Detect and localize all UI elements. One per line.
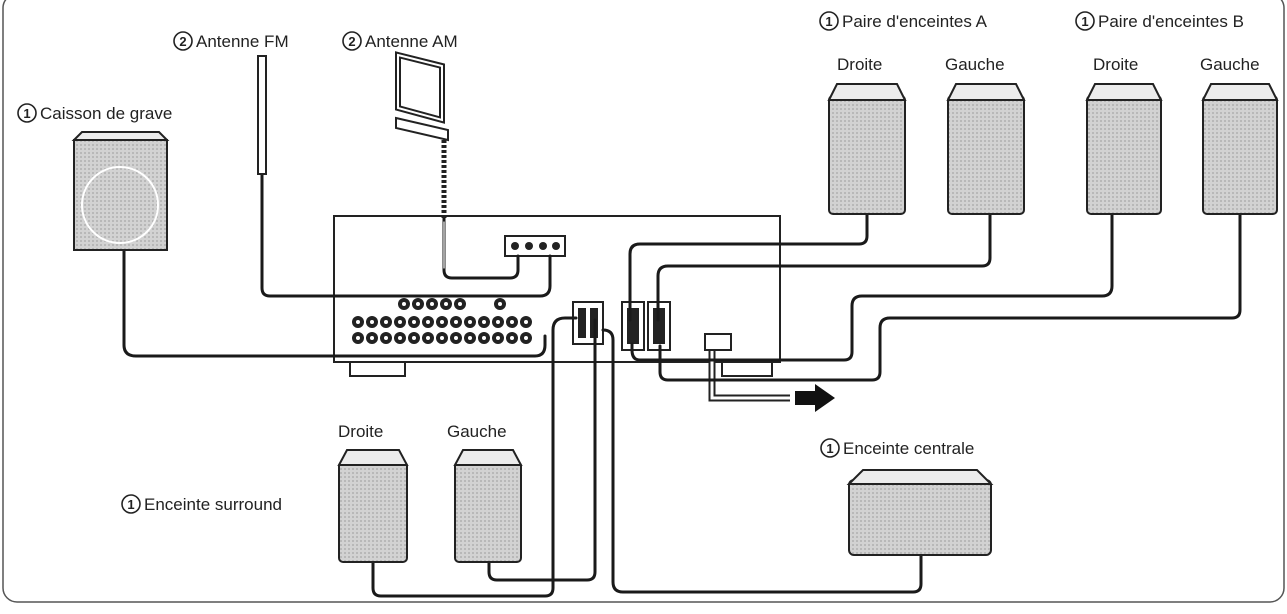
receiver-foot-right (721, 361, 773, 377)
rca-jack-center (454, 320, 458, 324)
rca-jack-center (384, 336, 388, 340)
svg-text:Gauche: Gauche (945, 55, 1005, 74)
rca-jack-center (398, 336, 402, 340)
svg-text:Gauche: Gauche (447, 422, 507, 441)
label-pair-b: 1 Paire d'enceintes B Droite Gauche (1075, 11, 1260, 74)
svg-text:2: 2 (348, 34, 355, 49)
subwoofer (71, 131, 170, 251)
rca-jack-center (370, 336, 374, 340)
rca-jack-center (510, 320, 514, 324)
rca-jack-center (384, 320, 388, 324)
label-subwoofer: 1 Caisson de grave (17, 103, 172, 123)
speaker-pair-b-left (1201, 83, 1279, 215)
speaker-pair-a-left (946, 83, 1026, 215)
rca-jack-center (398, 320, 402, 324)
power-cord (704, 333, 835, 412)
am-loop-antenna (395, 51, 449, 218)
label-fm-antenna: 2 Antenne FM (173, 31, 289, 51)
rca-jack-center (426, 320, 430, 324)
rca-jack-center (468, 336, 472, 340)
label-surround: Droite Gauche 1 Enceinte surround (121, 422, 507, 514)
arrow-icon (795, 384, 835, 412)
svg-text:Droite: Droite (1093, 55, 1138, 74)
rca-jack-center (468, 320, 472, 324)
front-speaker-terminals (621, 301, 671, 351)
rca-jack-center (440, 336, 444, 340)
rca-jack-center (440, 320, 444, 324)
svg-text:1: 1 (825, 14, 832, 29)
rca-jack-center (402, 302, 406, 306)
svg-text:1: 1 (826, 441, 833, 456)
svg-text:Antenne FM: Antenne FM (196, 32, 289, 51)
rca-jack-center (524, 320, 528, 324)
rca-jack-grid (352, 298, 532, 344)
rca-jack-center (426, 336, 430, 340)
receiver-foot-left (349, 361, 406, 377)
rca-jack-center (444, 302, 448, 306)
rca-jack-center (370, 320, 374, 324)
svg-text:Paire d'enceintes B: Paire d'enceintes B (1098, 12, 1244, 31)
rca-jack-center (454, 336, 458, 340)
rca-jack-center (458, 302, 462, 306)
rca-jack-center (416, 302, 420, 306)
fm-antenna (257, 55, 267, 175)
center-speaker (846, 469, 994, 556)
rca-jack-center (356, 320, 360, 324)
label-am-antenna: 2 Antenne AM (342, 31, 458, 51)
svg-text:Paire d'enceintes A: Paire d'enceintes A (842, 12, 988, 31)
label-pair-a: 1 Paire d'enceintes A Droite Gauche (819, 11, 1005, 74)
cables (122, 168, 1242, 598)
rca-jack-center (496, 320, 500, 324)
rca-jack-center (524, 336, 528, 340)
surround-speaker-left (453, 449, 523, 563)
rca-jack-center (412, 320, 416, 324)
surround-speaker-right (337, 449, 409, 563)
svg-text:Caisson de grave: Caisson de grave (40, 104, 172, 123)
antenna-terminal (504, 235, 566, 257)
rca-jack-center (482, 336, 486, 340)
svg-text:Enceinte centrale: Enceinte centrale (843, 439, 974, 458)
svg-text:1: 1 (23, 106, 30, 121)
svg-text:Enceinte surround: Enceinte surround (144, 495, 282, 514)
svg-text:Droite: Droite (338, 422, 383, 441)
rca-jack-center (498, 302, 502, 306)
speaker-pair-a-right (827, 83, 907, 215)
svg-text:1: 1 (127, 497, 134, 512)
svg-text:Droite: Droite (837, 55, 882, 74)
rca-jack-center (412, 336, 416, 340)
rca-jack-center (496, 336, 500, 340)
rca-jack-center (356, 336, 360, 340)
speaker-pair-b-right (1085, 83, 1163, 215)
label-center: 1 Enceinte centrale (820, 438, 974, 458)
svg-text:Gauche: Gauche (1200, 55, 1260, 74)
rca-jack-center (430, 302, 434, 306)
rca-jack-center (482, 320, 486, 324)
center-speaker-terminal (572, 301, 604, 345)
svg-text:1: 1 (1081, 14, 1088, 29)
diagram-frame (2, 0, 1285, 603)
rca-jack-center (510, 336, 514, 340)
svg-text:Antenne AM: Antenne AM (365, 32, 458, 51)
svg-text:2: 2 (179, 34, 186, 49)
